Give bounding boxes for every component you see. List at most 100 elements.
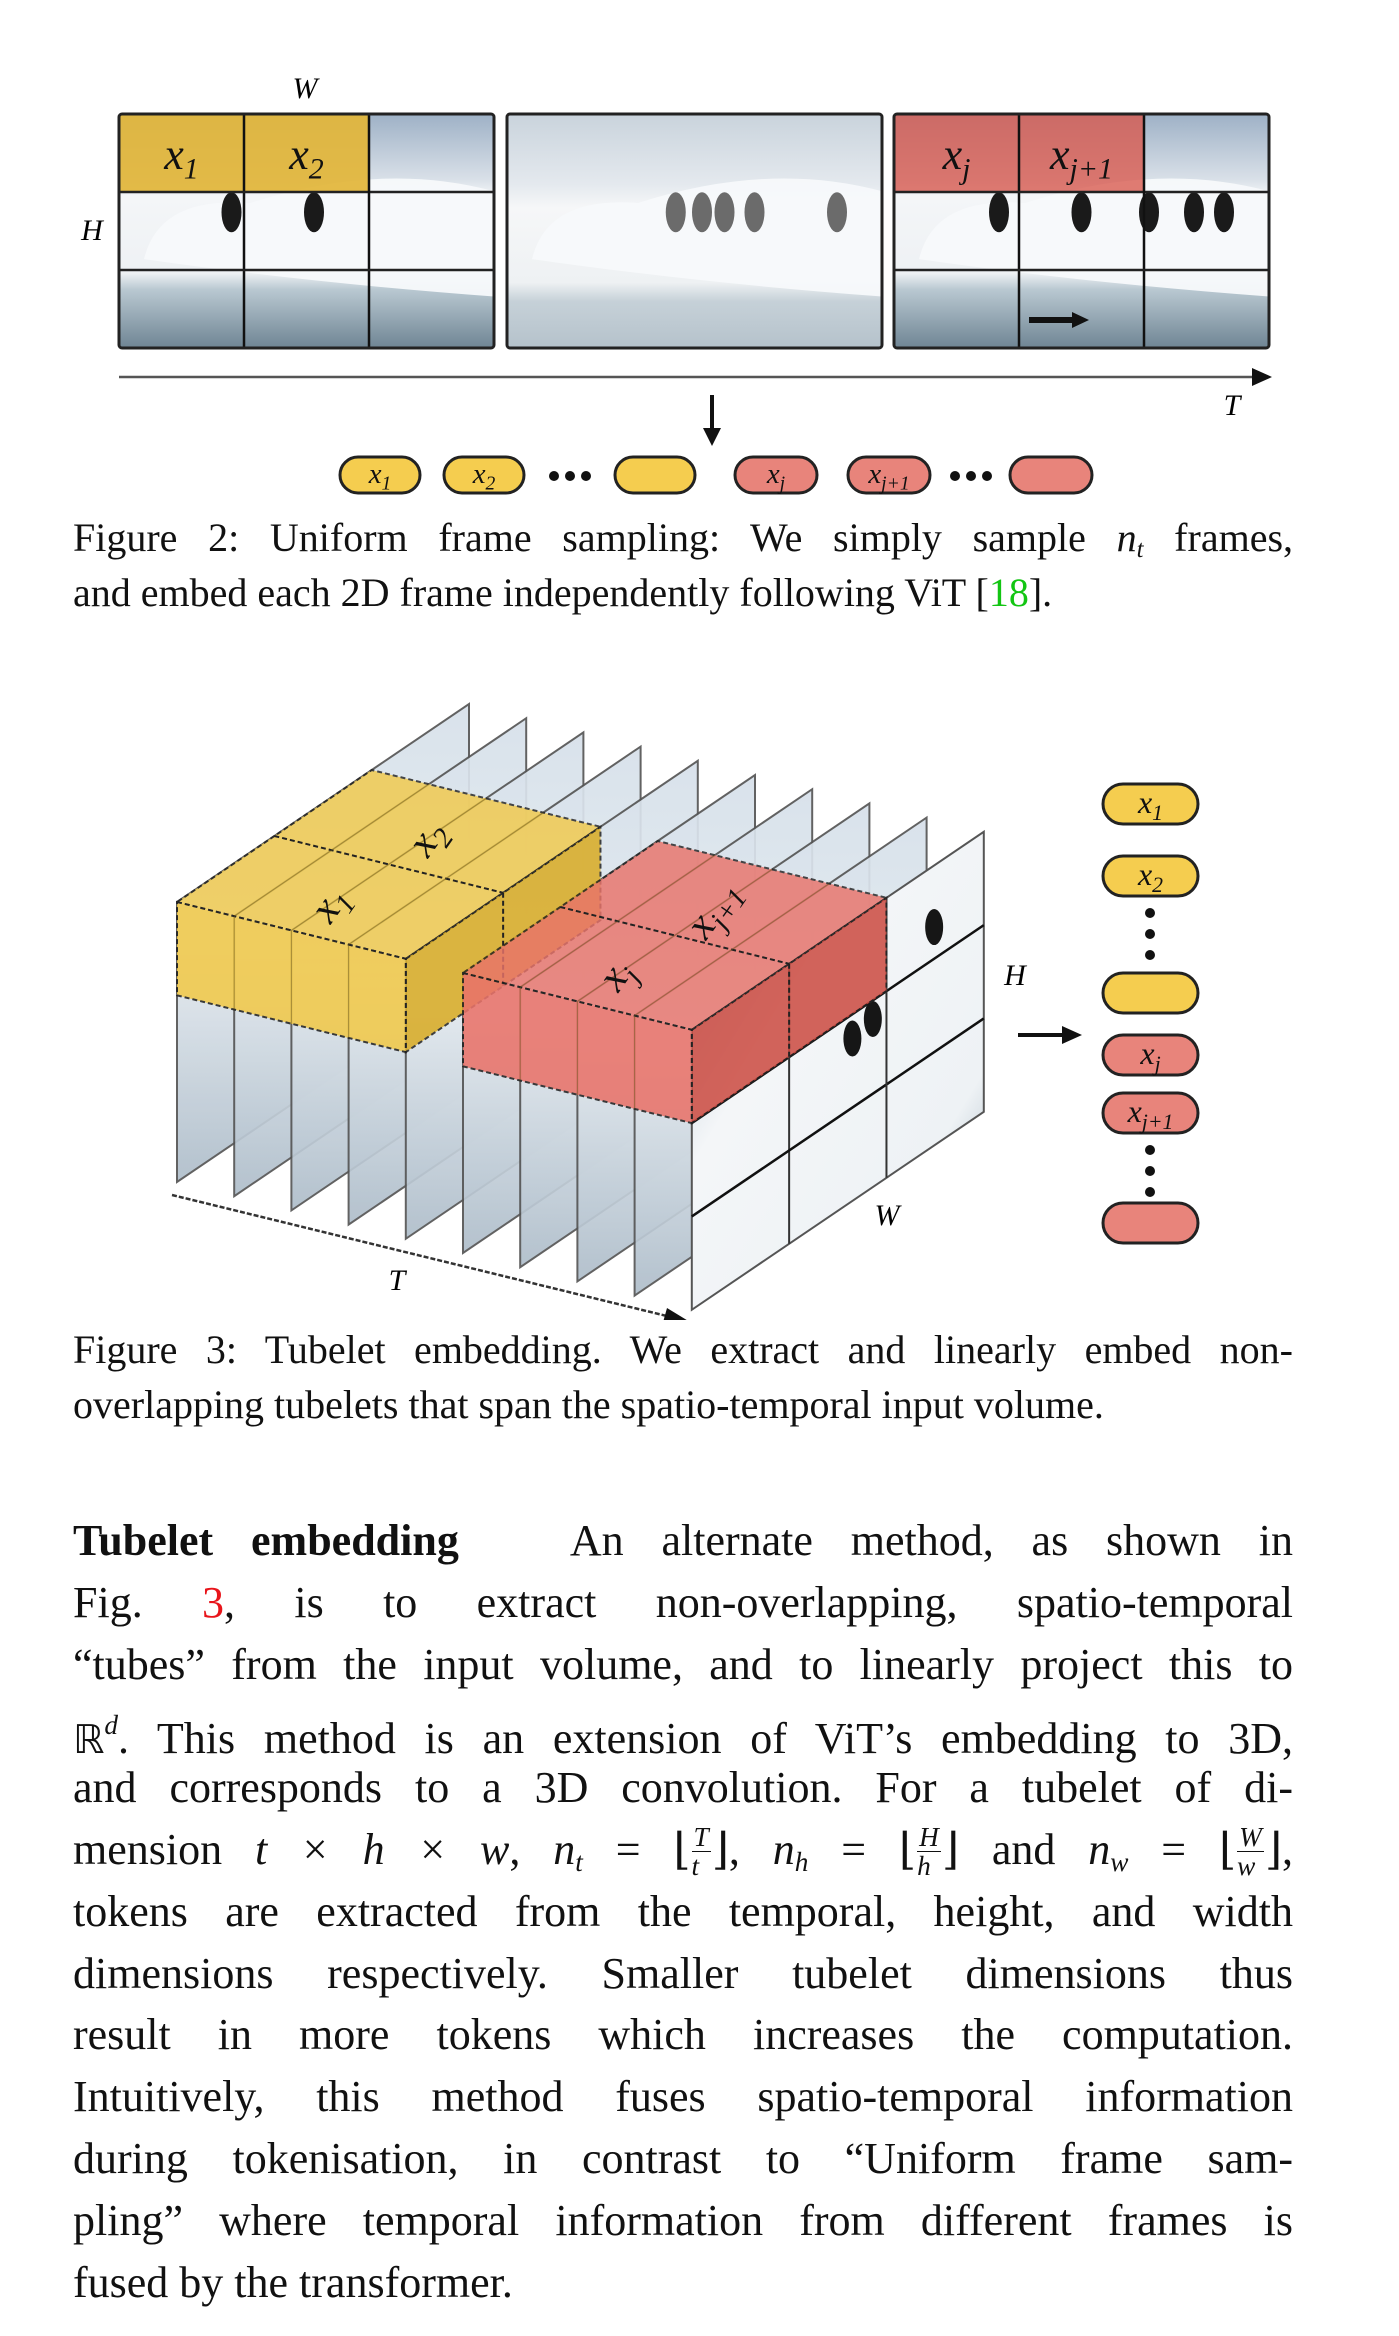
token — [1101, 971, 1200, 1015]
penguin — [1184, 192, 1204, 233]
penguin — [843, 1020, 862, 1057]
slice-edge — [291, 797, 487, 931]
penguin — [1071, 192, 1092, 233]
figure-2-caption: Figure 2: Uniform frame sampling: We sim… — [73, 515, 1294, 615]
token — [613, 455, 697, 495]
citation-link-18[interactable]: 18 — [988, 570, 1029, 615]
token: x2 — [1101, 854, 1200, 898]
token-label: xj — [766, 458, 785, 494]
frame-border — [505, 112, 884, 350]
slice-edge — [577, 868, 773, 1002]
penguin — [744, 192, 765, 233]
token-pill — [1101, 1091, 1200, 1135]
token-pill — [733, 455, 819, 495]
video-frame: xj xj+1 — [892, 112, 1271, 350]
video-frame: x1 x2 — [117, 112, 496, 350]
grid-line — [691, 1017, 985, 1218]
token: xj+1 — [846, 455, 932, 495]
ellipsis-dot — [565, 471, 575, 481]
ellipsis-dot — [1145, 929, 1155, 939]
ellipsis-dot — [950, 471, 960, 481]
penguin — [304, 192, 324, 233]
token-pill — [613, 455, 697, 495]
ellipsis — [1145, 1145, 1155, 1197]
fig3-height-label: H — [1003, 959, 1028, 992]
slice-edge — [519, 854, 716, 988]
frame-border — [117, 112, 496, 350]
embed-arrow-head — [703, 428, 721, 446]
ellipsis-dot — [1145, 1145, 1155, 1155]
token-pill — [1101, 1201, 1200, 1245]
fig3-embed-arrow-head — [1062, 1026, 1082, 1044]
frame-border — [892, 112, 1271, 350]
token-label: x1 — [368, 458, 392, 494]
ellipsis — [1145, 908, 1155, 960]
tubelet-embedding-paragraph: Tubelet embedding An alternate method, a… — [73, 1516, 1294, 2307]
token-label: x1 — [1137, 784, 1163, 825]
penguin — [863, 1001, 882, 1038]
token-label: x2 — [472, 458, 496, 494]
figure-3-caption: Figure 3: Tubelet embedding. We extract … — [73, 1327, 1293, 1427]
fig3-time-arrowhead — [663, 1308, 687, 1320]
ellipsis-dot — [1145, 1166, 1155, 1176]
token-pill — [846, 455, 932, 495]
ellipsis-dot — [1145, 908, 1155, 918]
patch-label: x1 — [163, 130, 198, 186]
token-label: x2 — [1137, 856, 1163, 897]
tubelet-divider — [560, 906, 790, 965]
ellipsis — [549, 471, 591, 481]
token: x2 — [442, 455, 526, 495]
slice-edge — [634, 883, 830, 1017]
token-label: xj+1 — [1127, 1093, 1174, 1134]
penguin — [714, 192, 735, 233]
penguin — [1139, 192, 1159, 233]
time-axis-arrowhead — [1252, 368, 1272, 386]
ellipsis-dot — [581, 471, 591, 481]
patch-label: xj — [942, 130, 971, 186]
fig3-width-label: W — [875, 1199, 903, 1232]
token-pill — [1101, 971, 1200, 1015]
ellipsis — [950, 471, 992, 481]
figure-3-link[interactable]: 3 — [202, 1577, 225, 1627]
height-label: H — [80, 214, 105, 247]
time-label: T — [1224, 389, 1243, 422]
patch-label: xj+1 — [1049, 130, 1113, 186]
token: xj — [733, 455, 819, 495]
slice-edge — [348, 812, 544, 946]
paragraph-heading: Tubelet embedding — [73, 1516, 459, 1565]
token: x1 — [1101, 782, 1200, 826]
token-label: xj — [1139, 1035, 1160, 1076]
token-pill — [442, 455, 526, 495]
ellipsis-dot — [966, 471, 976, 481]
fig3-time-axis — [171, 1193, 676, 1320]
ellipsis-dot — [1145, 1187, 1155, 1197]
token-pill — [1008, 455, 1094, 495]
fig3-time-label: T — [389, 1264, 408, 1297]
ellipsis-dot — [549, 471, 559, 481]
penguin — [665, 192, 686, 233]
tubelet-divider — [274, 835, 504, 894]
penguin — [692, 192, 712, 233]
patch-label: x2 — [288, 130, 324, 186]
penguin — [1214, 192, 1234, 233]
token-pill — [1101, 782, 1200, 826]
figure-2: x1 x2 xj xj+1 W H T x1 x2 xj xj+1 — [80, 72, 1272, 495]
token: x1 — [338, 455, 422, 495]
token-label: xj+1 — [867, 458, 909, 494]
width-label: W — [293, 72, 321, 105]
motion-arrow-head — [1072, 312, 1089, 328]
ellipsis-dot — [982, 471, 992, 481]
video-frame — [505, 112, 884, 350]
token-pill — [338, 455, 422, 495]
penguin — [827, 192, 847, 233]
penguin — [925, 909, 944, 946]
penguin — [989, 192, 1009, 233]
token-pill — [1101, 1033, 1200, 1077]
iceberg — [532, 178, 882, 297]
ellipsis-dot — [1145, 950, 1155, 960]
token-pill — [1101, 854, 1200, 898]
token — [1008, 455, 1094, 495]
